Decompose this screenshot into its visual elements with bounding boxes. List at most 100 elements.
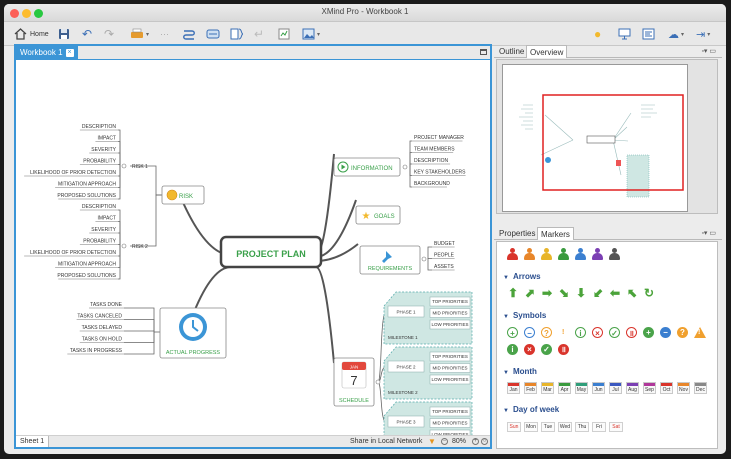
sheet-tab[interactable]: Sheet 1 (16, 436, 50, 447)
info-icon[interactable]: i (507, 344, 518, 355)
pause-outline-icon[interactable]: ॥ (626, 327, 637, 338)
risk-label[interactable]: RISK (179, 194, 193, 200)
progress-item[interactable]: TASKS CANCELED (77, 314, 122, 320)
arrow-right-icon[interactable]: ➡ (541, 286, 553, 300)
warning-icon[interactable]: ! (694, 327, 706, 338)
day-marker[interactable]: Sat (609, 422, 623, 432)
minus-outline-icon[interactable]: − (524, 327, 535, 338)
callout-button[interactable]: ↵ (254, 25, 264, 43)
priority-label[interactable]: MID PRIORITIES (432, 366, 467, 371)
arrows-section-header[interactable]: ▼Arrows (503, 272, 541, 281)
panel-menu-icon[interactable]: ▫▾ ▭ (701, 48, 716, 55)
information-label[interactable]: INFORMATION (351, 166, 393, 172)
risk2-item[interactable]: LIKELIHOOD OF PRIOR DETECTION (30, 250, 116, 256)
central-topic[interactable] (219, 235, 323, 269)
month-marker[interactable]: Jun (592, 382, 605, 394)
save-button[interactable] (58, 25, 70, 43)
information-item[interactable]: PROJECT MANAGER (414, 135, 464, 141)
arrow-up-right-icon[interactable]: ⬈ (524, 286, 536, 300)
collapse-handle[interactable] (121, 163, 127, 169)
milestone-label[interactable]: MILESTONE 1 (388, 335, 418, 340)
warning-outline-icon[interactable]: ! (558, 327, 570, 338)
arrow-down-icon[interactable]: ⬇ (575, 286, 587, 300)
export-button[interactable]: ⇥▾ (696, 28, 711, 41)
information-item[interactable]: BACKGROUND (414, 181, 450, 187)
summary-button[interactable] (230, 25, 244, 43)
priority-topic[interactable] (429, 374, 471, 385)
requirements-item[interactable]: BUDGET (434, 241, 455, 247)
minus-icon[interactable]: − (660, 327, 671, 338)
risk2-item[interactable]: IMPACT (97, 216, 116, 222)
more-button[interactable]: ··· (160, 25, 169, 43)
person-marker-icon[interactable] (592, 248, 603, 262)
layout-button[interactable] (642, 25, 655, 43)
tab-properties[interactable]: Properties (499, 229, 536, 238)
goals-topic[interactable] (355, 205, 401, 225)
tab-overview[interactable]: Overview (526, 45, 568, 58)
workbook-tab[interactable]: Workbook 1 × (16, 46, 78, 60)
priority-topic[interactable] (429, 351, 471, 362)
information-item[interactable]: TEAM MEMBERS (414, 147, 455, 153)
day-marker[interactable]: Sun (507, 422, 521, 432)
filter-icon[interactable]: ▼ (428, 437, 436, 446)
arrow-down-left-icon[interactable]: ⬋ (592, 286, 604, 300)
progress-item[interactable]: TASKS IN PROGRESS (70, 348, 123, 354)
undo-button[interactable]: ↶ (82, 25, 92, 43)
viewport-rectangle[interactable] (542, 94, 684, 191)
risk2-item[interactable]: PROBABILITY (83, 239, 116, 245)
progress-item[interactable]: TASKS DELAYED (82, 325, 123, 331)
progress-item[interactable]: TASKS ON HOLD (82, 337, 123, 343)
phase-topic[interactable] (387, 305, 425, 318)
boundary-button[interactable] (206, 25, 220, 43)
person-marker-icon[interactable] (558, 248, 569, 262)
risk1-item[interactable]: PROPOSED SOLUTIONS (57, 193, 116, 199)
risk-group-label[interactable]: RISK 2 (132, 244, 148, 250)
priority-label[interactable]: LOW PRIORITIES (431, 377, 468, 382)
priority-label[interactable]: TOP PRIORITIES (432, 409, 468, 414)
collapse-handle[interactable] (421, 256, 427, 262)
share-label[interactable]: Share in Local Network (350, 438, 423, 445)
risk1-item[interactable]: DESCRIPTION (82, 124, 117, 130)
collapse-handle[interactable] (402, 164, 408, 170)
cross-icon[interactable]: × (524, 344, 535, 355)
day-marker[interactable]: Mon (524, 422, 538, 432)
info-outline-icon[interactable]: i (575, 327, 586, 338)
person-marker-icon[interactable] (609, 248, 620, 262)
plus-outline-icon[interactable]: + (507, 327, 518, 338)
image-button[interactable]: ▾ (302, 25, 320, 43)
priority-topic[interactable] (429, 429, 471, 436)
priority-label[interactable]: LOW PRIORITIES (431, 432, 468, 436)
priority-label[interactable]: MID PRIORITIES (432, 421, 467, 426)
question-outline-icon[interactable]: ? (541, 327, 552, 338)
phase-label[interactable]: PHASE 3 (396, 420, 416, 425)
month-marker[interactable]: Nov (677, 382, 690, 394)
priority-topic[interactable] (429, 418, 471, 428)
goals-label[interactable]: GOALS (374, 214, 395, 220)
home-button[interactable]: Home (14, 25, 49, 43)
person-marker-icon[interactable] (541, 248, 552, 262)
month-marker[interactable]: Mar (541, 382, 554, 394)
check-outline-icon[interactable]: ✓ (609, 327, 620, 338)
month-marker[interactable]: Jan (507, 382, 520, 394)
idea-button[interactable]: ● (594, 25, 601, 43)
requirements-topic[interactable] (359, 245, 421, 275)
month-marker[interactable]: Sep (643, 382, 656, 394)
month-marker[interactable]: Oct (660, 382, 673, 394)
notes-button[interactable] (278, 25, 290, 43)
maximize-editor-button[interactable] (480, 49, 487, 55)
presentation-button[interactable] (618, 25, 631, 43)
priority-label[interactable]: TOP PRIORITIES (432, 354, 468, 359)
priority-label[interactable]: LOW PRIORITIES (431, 322, 468, 327)
risk2-item[interactable]: MITIGATION APPROACH (58, 262, 116, 268)
risk1-item[interactable]: IMPACT (97, 136, 116, 142)
milestone-label[interactable]: MILESTONE 2 (388, 390, 418, 395)
risk1-item[interactable]: LIKELIHOOD OF PRIOR DETECTION (30, 170, 116, 176)
priority-label[interactable]: MID PRIORITIES (432, 311, 467, 316)
month-marker[interactable]: Dec (694, 382, 707, 394)
minimize-window-button[interactable] (22, 9, 31, 18)
progress-label[interactable]: ACTUAL PROGRESS (166, 350, 221, 356)
close-window-button[interactable] (10, 9, 19, 18)
zoom-out-button[interactable]: − (441, 438, 448, 445)
month-marker[interactable]: Aug (626, 382, 639, 394)
